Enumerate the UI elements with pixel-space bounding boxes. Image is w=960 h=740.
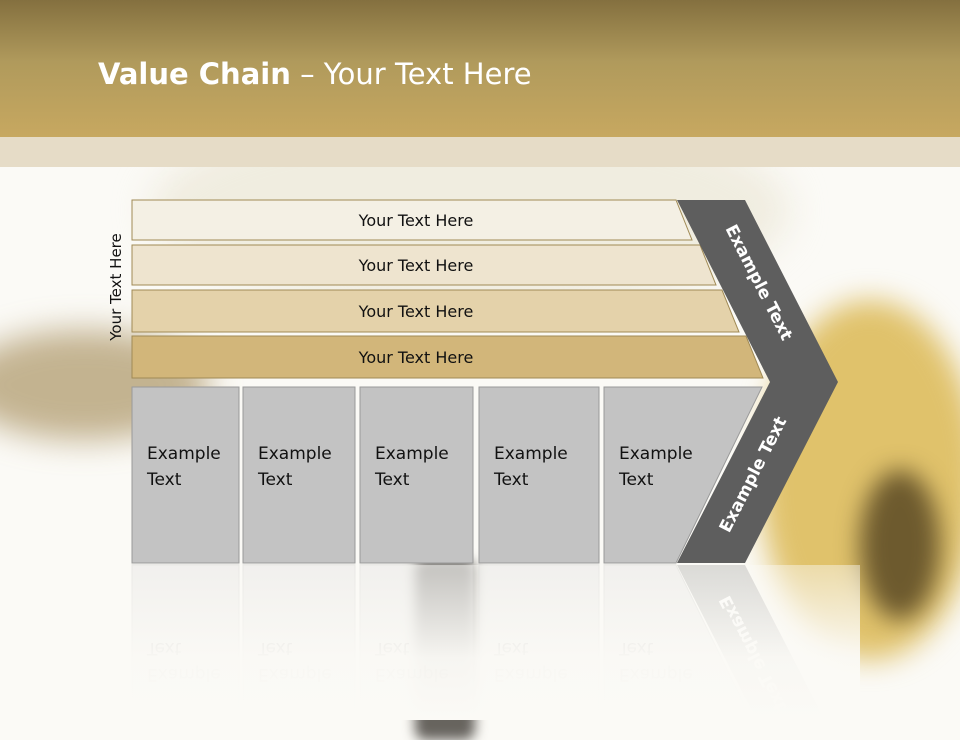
title-bold: Value Chain xyxy=(98,57,291,91)
primary-activity-line2: Text xyxy=(257,470,293,490)
primary-activity-line2: Text xyxy=(618,470,654,490)
primary-activity-line2: Text xyxy=(493,470,529,490)
header-strip xyxy=(0,137,960,167)
primary-activity-box-2 xyxy=(242,386,356,564)
title-rest: – Your Text Here xyxy=(290,57,532,91)
primary-activity-line2: Text xyxy=(374,470,410,490)
support-row-1 xyxy=(131,199,693,241)
support-row-label: Your Text Here xyxy=(358,211,474,230)
primary-activity-line2: Text xyxy=(146,470,182,490)
support-row-3 xyxy=(131,289,740,333)
support-row-2 xyxy=(131,244,717,286)
primary-activity-line1: Example xyxy=(375,444,449,464)
support-row-label: Your Text Here xyxy=(358,348,474,367)
margin-chevron xyxy=(677,200,838,563)
support-row-4 xyxy=(131,335,764,379)
primary-activity-box-5 xyxy=(603,386,763,564)
slide-title: Value Chain – Your Text Here xyxy=(98,56,532,92)
primary-activity-line1: Example xyxy=(258,444,332,464)
primary-activity-box-4 xyxy=(478,386,600,564)
primary-activity-box-1 xyxy=(131,386,240,564)
primary-activity-line1: Example xyxy=(494,444,568,464)
header-band xyxy=(0,0,960,137)
primary-activity-line1: Example xyxy=(619,444,693,464)
background-banana-tip xyxy=(860,470,940,620)
reflection-fade xyxy=(120,565,860,720)
support-row-label: Your Text Here xyxy=(358,302,474,321)
primary-activity-line1: Example xyxy=(147,444,221,464)
primary-activity-box-3 xyxy=(359,386,474,564)
support-row-label: Your Text Here xyxy=(358,256,474,275)
